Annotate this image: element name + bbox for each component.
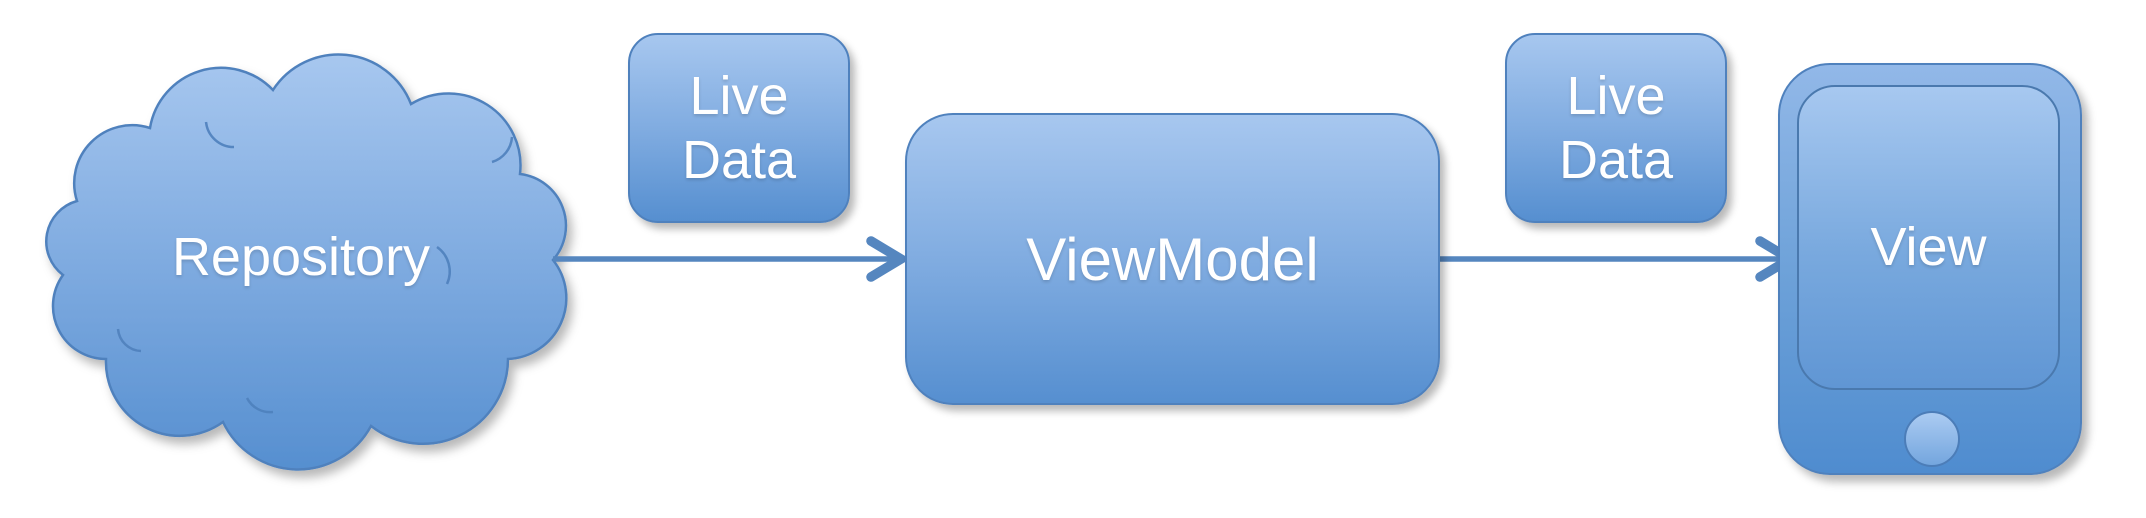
live-data-left-line1: Live <box>689 66 789 126</box>
live-data-right-line2: Data <box>1558 130 1674 190</box>
arrow-viewmodel-to-view <box>1440 236 1800 282</box>
live-data-right-node: Live Data <box>1505 33 1727 223</box>
cloud-inner-hooks <box>116 121 514 414</box>
phone-home-button-icon <box>1904 411 1960 467</box>
live-data-left-node: Live Data <box>628 33 850 223</box>
view-node-label: View <box>1870 216 1987 277</box>
arrow-repository-to-viewmodel <box>553 236 911 282</box>
viewmodel-node-label: ViewModel <box>1026 225 1319 293</box>
repository-cloud-shape <box>45 53 568 471</box>
live-data-left-line2: Data <box>681 130 797 190</box>
viewmodel-node: ViewModel <box>905 113 1440 405</box>
live-data-right-line1: Live <box>1566 66 1666 126</box>
phone-screen: View <box>1797 85 2060 390</box>
smartphone-icon: View <box>1778 63 2082 475</box>
arrow-head-icon <box>866 236 911 282</box>
repository-node-label: Repository <box>171 227 431 287</box>
cloud-icon <box>45 53 568 471</box>
